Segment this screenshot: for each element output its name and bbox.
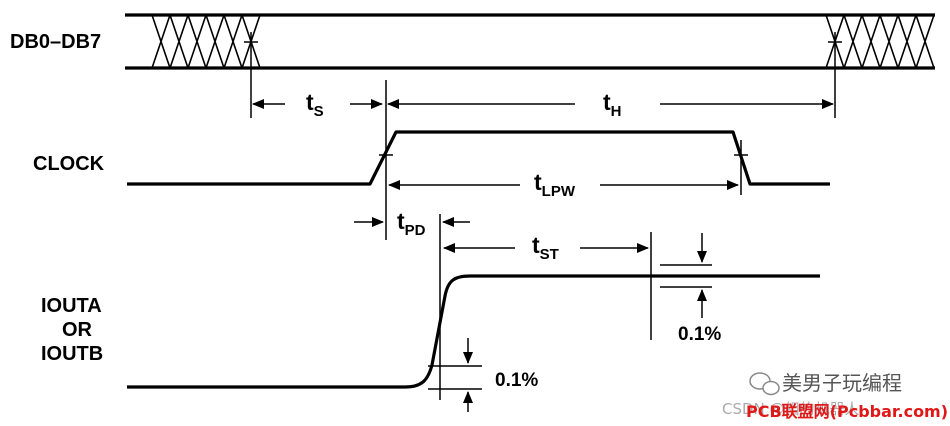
iout-label-line2: OR bbox=[62, 319, 93, 341]
watermark-channel: 美男子玩编程 bbox=[782, 371, 902, 395]
db-invalid-region-right bbox=[825, 14, 935, 69]
db-signal-label: DB0–DB7 bbox=[10, 31, 101, 53]
watermark-site: PCB联盟网(Pcbbar.com) bbox=[746, 402, 948, 421]
settling-band-lower bbox=[428, 338, 482, 412]
db-invalid-region-left bbox=[151, 14, 261, 69]
iout-label-line3: IOUTB bbox=[41, 343, 103, 365]
iout-label-line1: IOUTA bbox=[41, 295, 102, 317]
th-label: tH bbox=[603, 89, 622, 120]
settling-band-upper bbox=[660, 233, 712, 318]
tst-dimension bbox=[443, 232, 652, 340]
settling-upper-label: 0.1% bbox=[678, 324, 721, 345]
tpd-dimension bbox=[354, 214, 470, 400]
iout-waveform bbox=[127, 274, 820, 389]
tst-label: tST bbox=[532, 232, 559, 263]
tpd-label: tPD bbox=[397, 208, 426, 239]
tlpw-label: tLPW bbox=[534, 169, 576, 200]
clock-signal-label: CLOCK bbox=[33, 153, 105, 175]
clock-edge-marks bbox=[379, 80, 748, 240]
ts-label: tS bbox=[306, 89, 324, 120]
watermark-csdn: CSDN @相的机器人 bbox=[722, 400, 860, 418]
clock-waveform bbox=[127, 130, 830, 186]
settling-lower-label: 0.1% bbox=[495, 370, 538, 391]
db-reference-marks bbox=[244, 32, 842, 118]
watermark: 美男子玩编程 CSDN @相的机器人 PCB联盟网(Pcbbar.com) bbox=[722, 371, 948, 421]
wechat-icon bbox=[749, 372, 780, 396]
